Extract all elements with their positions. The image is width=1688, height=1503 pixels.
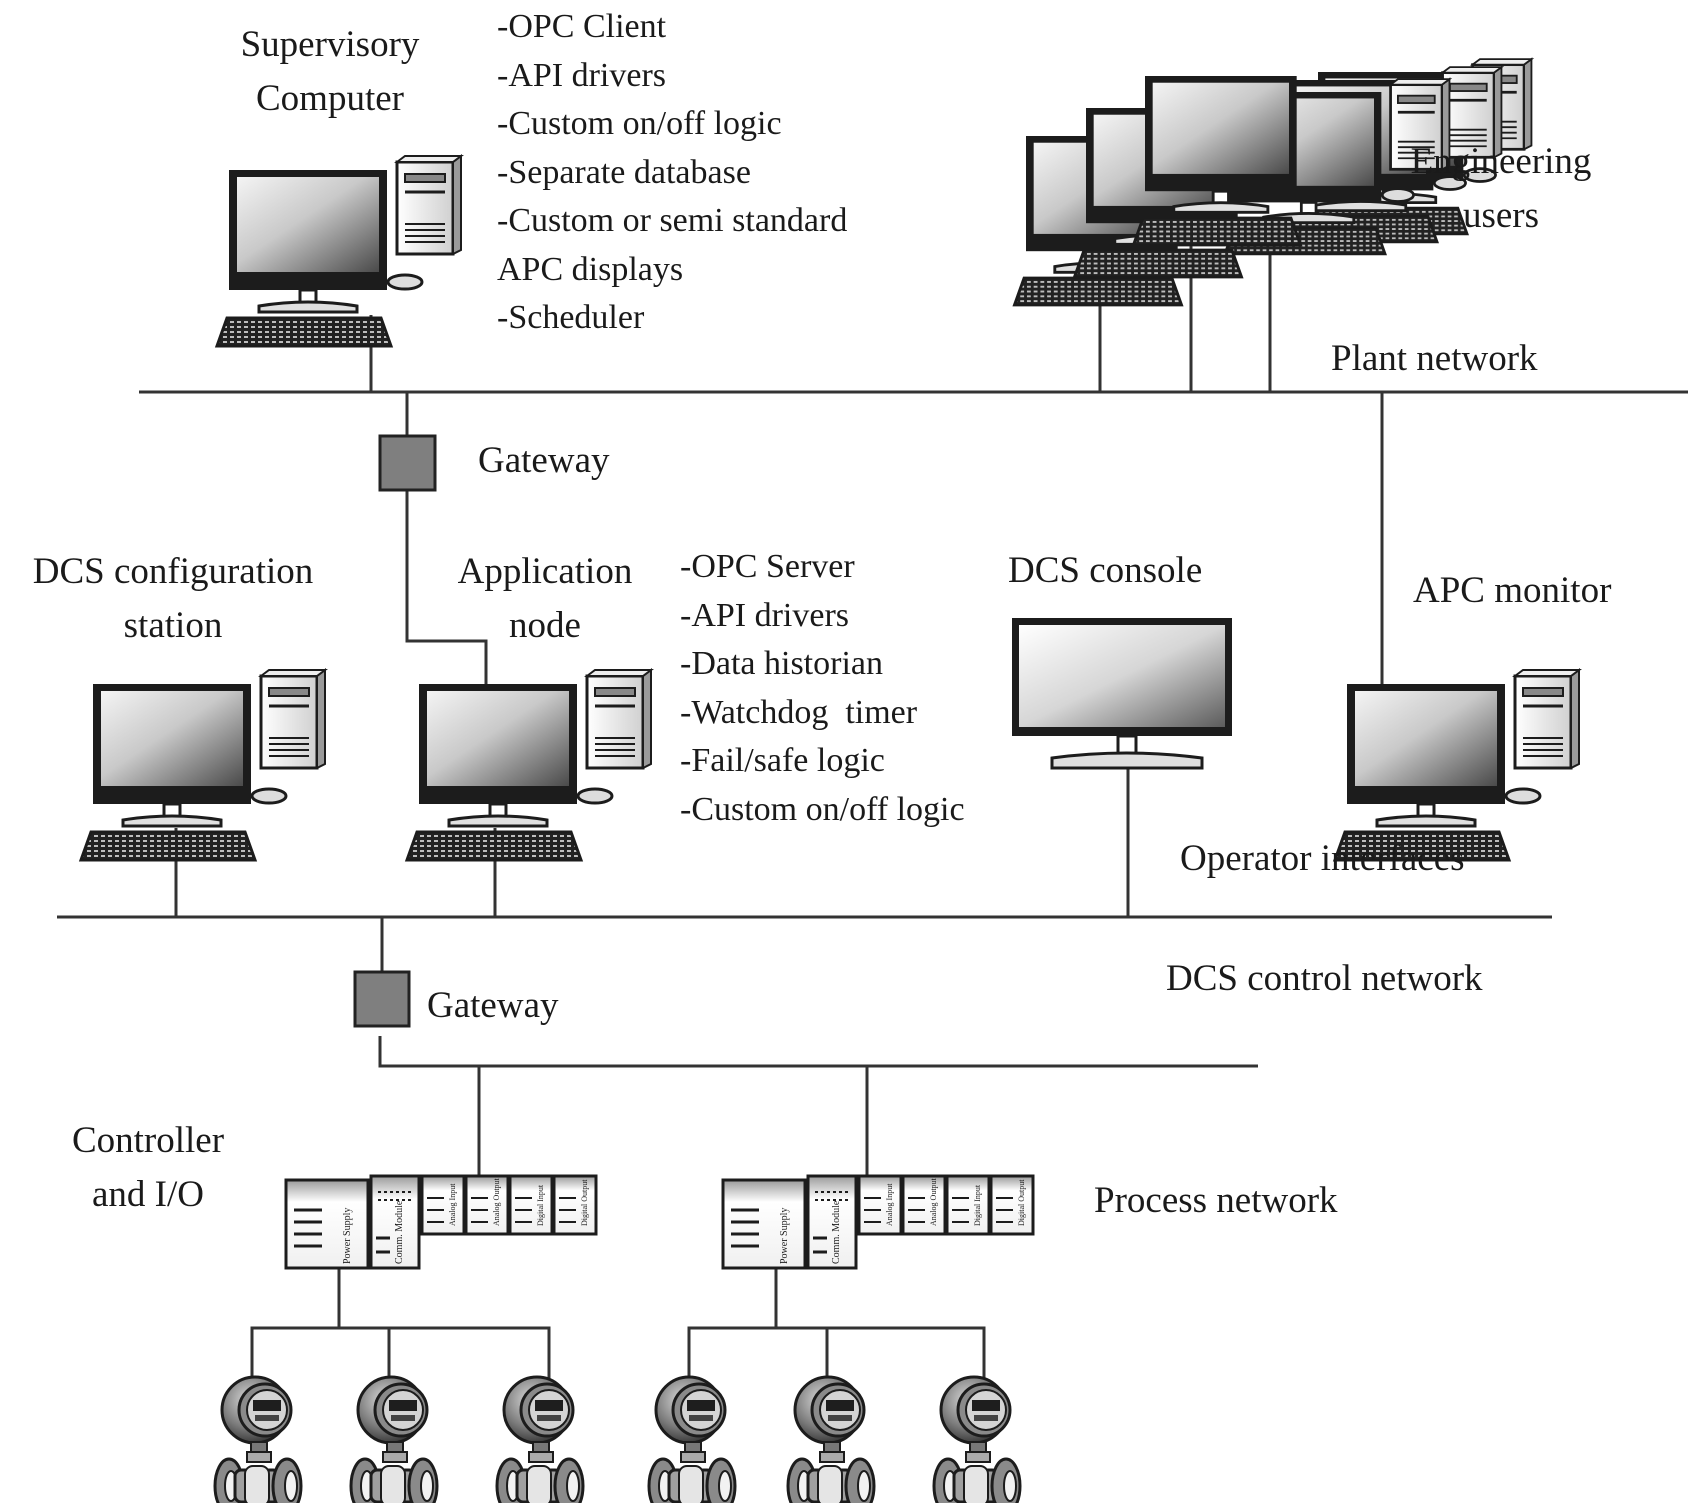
io-module: Digital Input	[945, 1174, 991, 1236]
feature-item: -Separate database	[497, 153, 751, 191]
engineering-users-label: Engineering users	[1386, 135, 1616, 243]
feature-item: -API drivers	[497, 56, 667, 94]
feature-item: -Fail/safe logic	[680, 742, 885, 779]
upper-gateway-link-bottom	[405, 490, 488, 688]
module-label: Analog Input	[885, 1183, 894, 1226]
module-label: Analog Output	[929, 1177, 938, 1226]
dcs-console-icon	[1012, 618, 1232, 770]
field-transmitter-icon	[495, 1375, 585, 1503]
module-label: Comm. Module	[831, 1200, 842, 1264]
module-label: Analog Output	[492, 1177, 501, 1226]
rack-1-field-bus	[250, 1326, 551, 1382]
feature-item: -Watchdog timer	[680, 693, 918, 731]
label-line: Computer	[256, 78, 404, 119]
process-network-line	[378, 1036, 1258, 1068]
field-transmitter-icon	[349, 1375, 439, 1503]
feature-item: APC displays	[497, 250, 684, 288]
io-module: Digital Input	[508, 1174, 554, 1236]
supervisory-computer-icon	[215, 154, 463, 348]
label-line: station	[123, 605, 223, 646]
module-label: Digital Input	[536, 1184, 545, 1226]
label-line: users	[1462, 195, 1540, 236]
module-label: Power Supply	[342, 1208, 353, 1264]
controller-and-io-label: Controller and I/O	[30, 1114, 266, 1222]
supervisory-feature-list: -OPC Client -API drivers -Custom on/off …	[497, 3, 847, 343]
process-network-label: Process network	[1094, 1180, 1338, 1221]
feature-item: -Custom on/off logic	[497, 105, 782, 142]
upper-gateway-box	[378, 434, 437, 492]
io-module: Analog Input	[857, 1174, 903, 1236]
application-node-icon	[405, 668, 653, 862]
lower-gateway-label: Gateway	[427, 985, 559, 1026]
label-line: Supervisory	[240, 24, 420, 65]
field-transmitter-icon	[932, 1375, 1022, 1503]
dcs-configuration-station-label: DCS configuration station	[0, 545, 346, 653]
module-label: Power Supply	[779, 1208, 790, 1264]
comm-module: Comm. Module	[369, 1174, 421, 1270]
controller-rack-2: Power Supply Comm. Module Analog Input Anal…	[721, 1174, 1035, 1270]
lower-gateway-box	[353, 970, 411, 1028]
engineering-users-icon	[1012, 57, 1533, 307]
dcs-console-label: DCS console	[1008, 550, 1203, 591]
plant-network-label: Plant network	[1331, 338, 1538, 379]
label-line: Controller	[71, 1120, 225, 1161]
label-line: Engineering	[1410, 141, 1592, 182]
module-label: Digital Output	[580, 1179, 589, 1226]
field-transmitter-icon	[213, 1375, 303, 1503]
application-node-label: Application node	[432, 545, 658, 653]
operator-interfaces-label: Operator interfaces	[1180, 838, 1465, 879]
comm-module: Comm. Module	[806, 1174, 858, 1270]
supervisory-computer-label: Supervisory Computer	[210, 18, 450, 126]
power-supply-module: Power Supply	[721, 1178, 807, 1270]
apc-monitor-label: APC monitor	[1413, 570, 1612, 611]
label-line: node	[509, 605, 581, 646]
field-transmitter-icon	[647, 1375, 737, 1503]
io-module: Analog Output	[901, 1174, 947, 1236]
feature-item: -Scheduler	[497, 299, 645, 336]
module-label: Comm. Module	[394, 1200, 405, 1264]
dcs-configuration-station-icon	[79, 668, 327, 862]
module-label: Analog Input	[448, 1183, 457, 1226]
label-line: Application	[457, 551, 633, 592]
dcs-control-network-label: DCS control network	[1166, 958, 1483, 999]
application-node-feature-list: -OPC Server -API drivers -Data historian…	[680, 543, 965, 834]
upper-gateway-label: Gateway	[478, 440, 610, 481]
feature-item: -API drivers	[680, 596, 850, 634]
io-module: Analog Input	[420, 1174, 466, 1236]
rack-2-field-bus	[687, 1326, 986, 1382]
label-line: DCS configuration	[32, 551, 314, 592]
feature-item: -Data historian	[680, 645, 883, 682]
field-transmitter-icon	[786, 1375, 876, 1503]
label-line: and I/O	[92, 1174, 204, 1215]
power-supply-module: Power Supply	[284, 1178, 370, 1270]
io-module: Digital Output	[989, 1174, 1035, 1236]
feature-item: -OPC Client	[497, 8, 667, 45]
io-module: Analog Output	[464, 1174, 510, 1236]
io-module: Digital Output	[552, 1174, 598, 1236]
feature-item: -OPC Server	[680, 548, 855, 585]
module-label: Digital Output	[1017, 1179, 1026, 1226]
module-label: Digital Input	[973, 1184, 982, 1226]
controller-rack-1: Power Supply Comm. Module Analog Input Anal…	[284, 1174, 598, 1270]
feature-item: -Custom on/off logic	[680, 790, 965, 828]
feature-item: -Custom or semi standard	[497, 202, 848, 239]
